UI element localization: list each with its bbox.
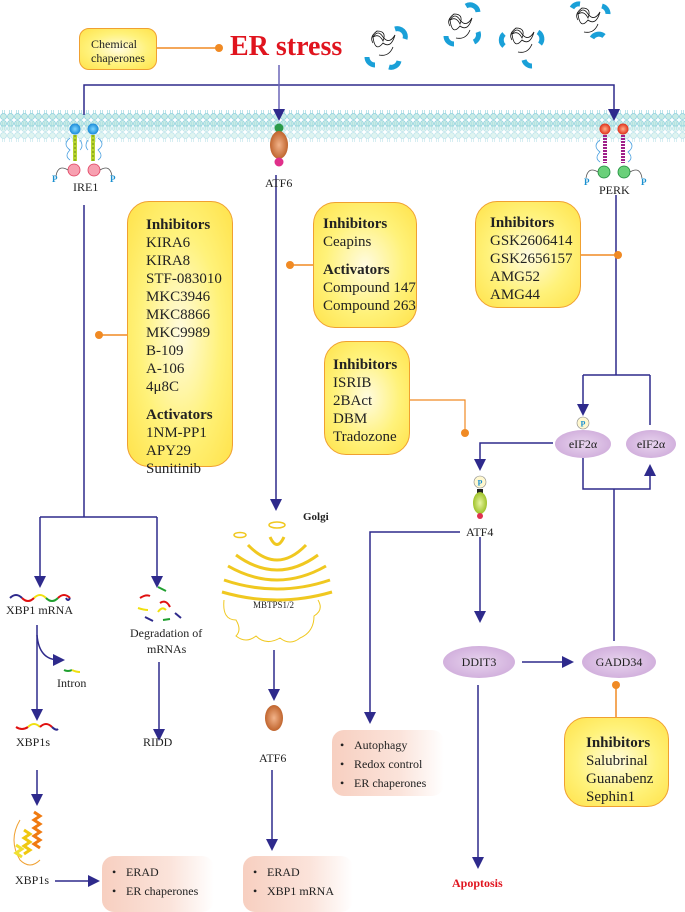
perk-inhibitors-box: Inhibitors GSK2606414 GSK2656157 AMG52 A… bbox=[475, 201, 581, 308]
ire1-label: IRE1 bbox=[73, 180, 99, 194]
gadd34-node: GADD34 bbox=[582, 646, 656, 678]
eif2a-label: eIF2α bbox=[636, 437, 666, 451]
perk-label: PERK bbox=[599, 183, 630, 197]
ire1-modulators-box: Inhibitors KIRA6 KIRA8 STF-083010 MKC394… bbox=[127, 201, 233, 477]
golgi-icon bbox=[221, 521, 333, 643]
outcome-item: ERAD bbox=[112, 863, 214, 882]
gadd34-inhibitor: Guanabenz bbox=[586, 771, 654, 787]
perk-phospho-left: P bbox=[584, 177, 590, 187]
ddit3-label: DDIT3 bbox=[461, 655, 497, 669]
eif2a-node: eIF2α bbox=[626, 430, 676, 458]
ddit3-node: DDIT3 bbox=[443, 646, 515, 678]
er-membrane bbox=[0, 110, 685, 142]
xbp1-mrna-icon bbox=[9, 594, 71, 602]
xbp1s-mrna-icon bbox=[15, 723, 59, 731]
ire1-inhibitor: A-106 bbox=[146, 361, 185, 377]
isr-inhibitors-heading: Inhibitors bbox=[333, 357, 398, 373]
atf6-cleaved-icon bbox=[265, 705, 283, 731]
ire1-activator: Sunitinib bbox=[146, 461, 202, 477]
outcome-item: ER chaperones bbox=[340, 774, 444, 793]
atf6-modulators-box: Inhibitors Ceapins Activators Compound 1… bbox=[313, 202, 417, 328]
xbp1s-label: XBP1s bbox=[16, 735, 51, 749]
ire1-inhibitor: STF-083010 bbox=[146, 271, 222, 287]
eif2a-phosphorylated-node: eIF2α bbox=[555, 430, 611, 458]
perk-inhibitor: GSK2606414 bbox=[490, 233, 573, 249]
outcome-item: XBP1 mRNA bbox=[253, 882, 353, 901]
isr-inhibitors-box: Inhibitors ISRIB 2BAct DBM Tradozone bbox=[324, 341, 410, 455]
chemical-chaperones-line1: Chemical bbox=[91, 37, 137, 51]
apoptosis-label: Apoptosis bbox=[452, 876, 503, 890]
eif2a-phospho-label: eIF2α bbox=[568, 437, 598, 451]
chemical-chaperones-box: Chemical chaperones bbox=[79, 28, 157, 70]
ire1-activators-heading: Activators bbox=[146, 407, 213, 423]
outcome-item: ER chaperones bbox=[112, 882, 214, 901]
misfolded-protein-icons bbox=[364, 1, 611, 70]
ire1-receptor-icon bbox=[55, 123, 113, 177]
gadd34-inhibitor: Salubrinal bbox=[586, 753, 648, 769]
ire1-inhibitor: 4μ8C bbox=[146, 379, 180, 395]
isr-inhibitor: ISRIB bbox=[333, 375, 372, 391]
intron-label: Intron bbox=[57, 676, 87, 690]
atf6-inhibitor: Ceapins bbox=[323, 234, 372, 250]
outcome-item: Redox control bbox=[340, 755, 444, 774]
atf4-label: ATF4 bbox=[466, 525, 494, 539]
gadd34-inhibitors-box: Inhibitors Salubrinal Guanabenz Sephin1 bbox=[564, 717, 669, 807]
ire1-inhibitor: MKC9989 bbox=[146, 325, 211, 341]
atf6-outcomes-box: ERAD XBP1 mRNA bbox=[243, 856, 353, 912]
gadd34-inhibitors-heading: Inhibitors bbox=[586, 735, 651, 751]
xbp1s-protein-icon bbox=[13, 810, 43, 866]
degradation-label-line2: mRNAs bbox=[147, 642, 187, 656]
atf6-activator: Compound 147 bbox=[323, 280, 416, 296]
ire1-inhibitors-heading: Inhibitors bbox=[146, 217, 211, 233]
ire1-inhibitor: B-109 bbox=[146, 343, 184, 359]
svg-text:P: P bbox=[581, 420, 586, 429]
gadd34-inhibitor: Sephin1 bbox=[586, 789, 636, 805]
perk-phospho-right: P bbox=[641, 177, 647, 187]
outcome-item: ERAD bbox=[253, 863, 353, 882]
er-stress-title: ER stress bbox=[230, 31, 343, 62]
atf4-icon: P bbox=[473, 475, 487, 519]
perk-inhibitors-heading: Inhibitors bbox=[490, 215, 555, 231]
ire1-inhibitor: KIRA8 bbox=[146, 253, 191, 269]
atf6-label: ATF6 bbox=[265, 176, 293, 190]
golgi-label: Golgi bbox=[303, 511, 329, 523]
ridd-label: RIDD bbox=[143, 735, 173, 749]
perk-receptor-icon bbox=[585, 123, 643, 179]
gadd34-label: GADD34 bbox=[595, 655, 643, 669]
perk-inhibitor: AMG52 bbox=[490, 269, 541, 285]
atf4-outcomes-box: Autophagy Redox control ER chaperones bbox=[332, 730, 444, 796]
atf6-activator: Compound 263 bbox=[323, 298, 416, 314]
ire1-activator: APY29 bbox=[146, 443, 192, 459]
ire1-phospho-right: P bbox=[110, 174, 116, 184]
xbp1s-protein-label: XBP1s bbox=[15, 873, 50, 887]
xbp1-mrna-label: XBP1 mRNA bbox=[6, 603, 74, 617]
atf6-cleaved-label: ATF6 bbox=[259, 751, 287, 765]
ire1-activator: 1NM-PP1 bbox=[146, 425, 207, 441]
isr-inhibitor: DBM bbox=[333, 411, 368, 427]
intron-icon bbox=[63, 669, 81, 673]
perk-inhibitor: AMG44 bbox=[490, 287, 541, 303]
ire1-inhibitor: KIRA6 bbox=[146, 235, 191, 251]
chemical-chaperones-line2: chaperones bbox=[91, 51, 145, 65]
ire1-inhibitor: MKC3946 bbox=[146, 289, 211, 305]
ire1-inhibitor: MKC8866 bbox=[146, 307, 211, 323]
degradation-label-line1: Degradation of bbox=[130, 626, 203, 640]
xbp1s-outcomes-box: ERAD ER chaperones bbox=[102, 856, 214, 912]
isr-inhibitor: 2BAct bbox=[333, 393, 373, 409]
atf6-activators-heading: Activators bbox=[323, 262, 390, 278]
degraded-mrna-icon bbox=[137, 586, 182, 622]
perk-inhibitor: GSK2656157 bbox=[490, 251, 573, 267]
atf6-receptor-icon bbox=[270, 123, 288, 167]
atf6-inhibitors-heading: Inhibitors bbox=[323, 216, 388, 232]
mbtps-label: MBTPS1/2 bbox=[253, 600, 295, 610]
svg-text:P: P bbox=[478, 479, 483, 488]
outcome-item: Autophagy bbox=[340, 736, 444, 755]
isr-inhibitor: Tradozone bbox=[333, 429, 397, 445]
ire1-phospho-left: P bbox=[52, 174, 58, 184]
